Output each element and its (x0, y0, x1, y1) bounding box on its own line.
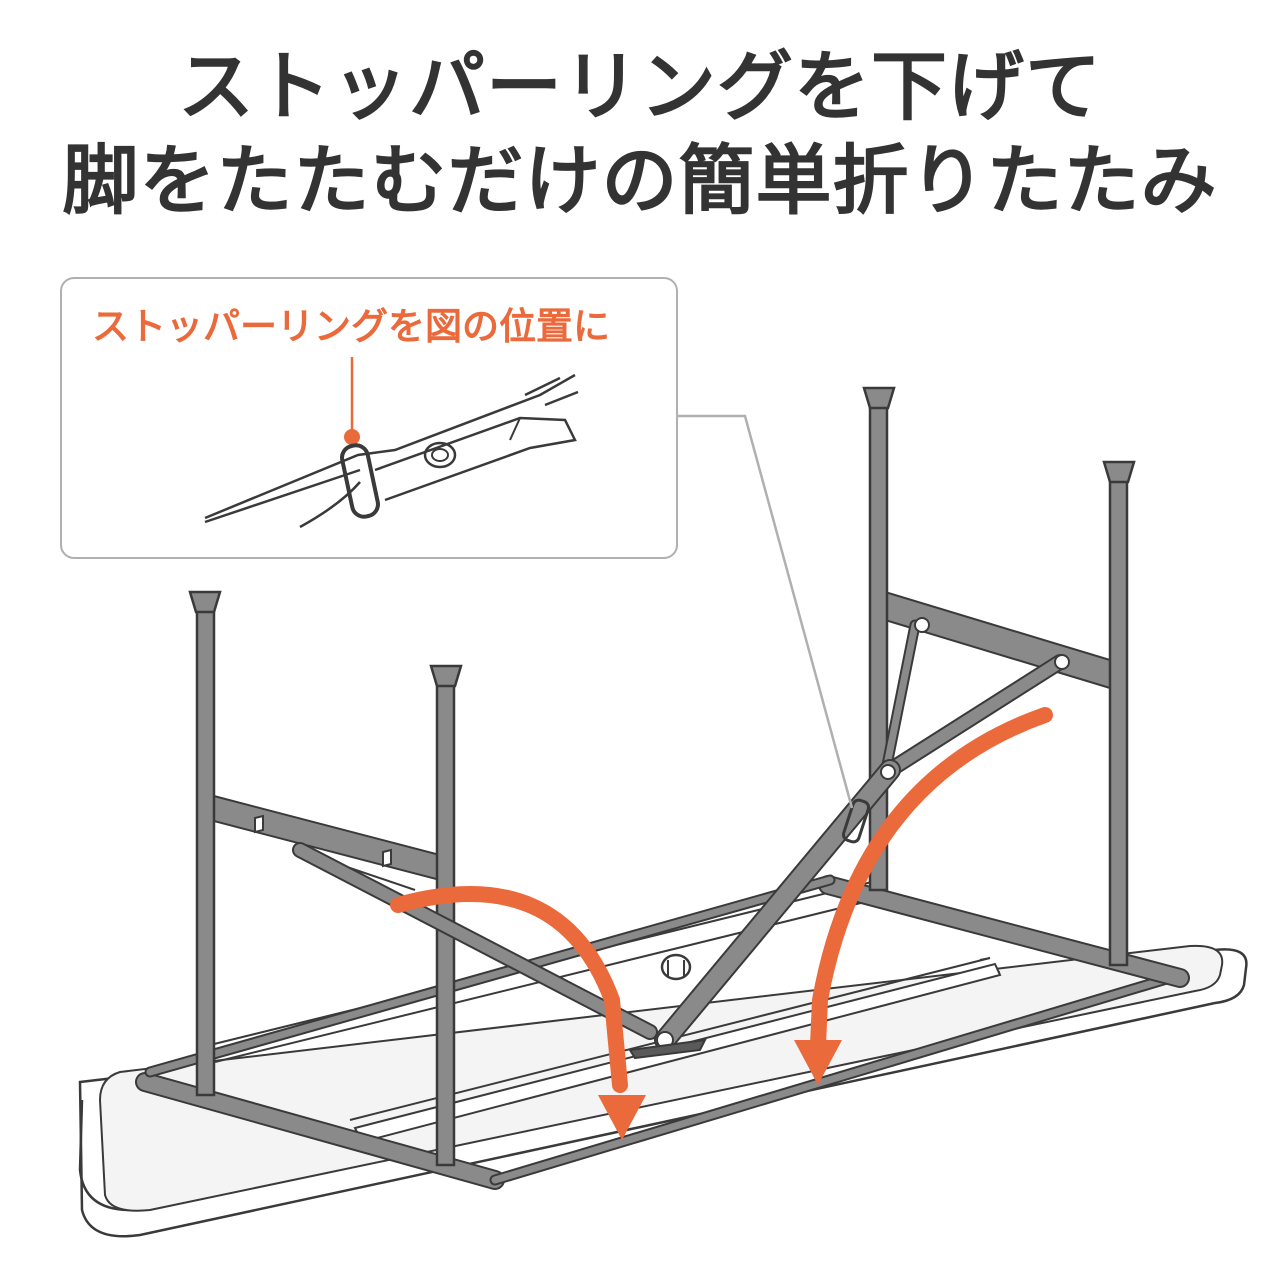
right-leg-frame (628, 386, 1136, 1060)
fold-arrow-left (390, 886, 646, 1140)
fold-arrow-right (794, 707, 1053, 1085)
callout-text: ストッパーリングを図の位置に (92, 305, 610, 348)
leader-line (678, 414, 854, 809)
headline: ストッパーリングを下げて 脚をたたむだけの簡単折りたたみ (0, 40, 1280, 228)
left-leg-frame (188, 590, 658, 1167)
headline-line-1: ストッパーリングを下げて (178, 42, 1102, 131)
headline-line-2: 脚をたたむだけの簡単折りたたみ (62, 136, 1218, 225)
callout-box (60, 277, 678, 559)
